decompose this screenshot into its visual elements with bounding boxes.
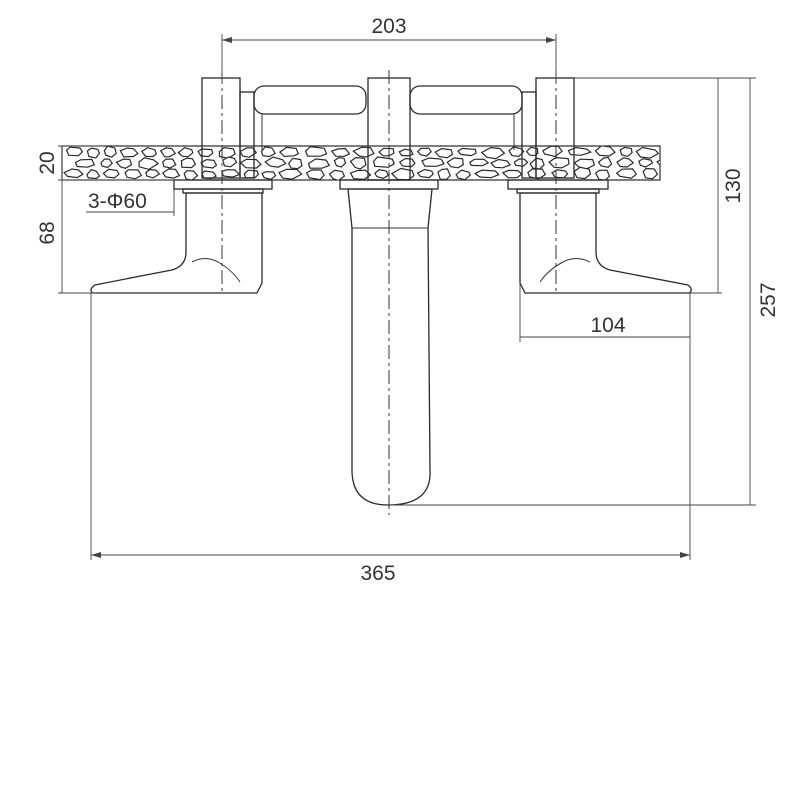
overall-width-dimension: 365 xyxy=(90,293,690,585)
stone-cell xyxy=(421,157,445,167)
stone-cell xyxy=(74,158,96,168)
right-height-label: 130 xyxy=(722,168,745,203)
stone-cell xyxy=(656,159,660,166)
stone-cell xyxy=(551,169,569,179)
stone-cell xyxy=(261,171,277,180)
stone-cell xyxy=(635,146,660,159)
stone-cell xyxy=(200,158,218,169)
hole-diameter-dimension: 3-Φ60 xyxy=(86,189,175,216)
stone-cell xyxy=(615,168,638,179)
deck-thickness-label: 20 xyxy=(36,151,59,174)
countertop-deck xyxy=(61,145,661,181)
stone-cell xyxy=(416,147,432,157)
overall-width-label: 365 xyxy=(360,562,395,585)
top-width-label: 203 xyxy=(371,15,406,38)
top-width-dimension: 203 xyxy=(221,15,557,84)
stone-cell xyxy=(616,157,635,168)
stone-cell xyxy=(162,168,181,179)
stone-cell xyxy=(446,157,464,169)
stone-cell xyxy=(115,158,133,169)
stone-cell xyxy=(222,156,238,168)
handle-reach-dimension: 104 xyxy=(519,283,691,560)
stone-cell xyxy=(124,169,143,180)
stone-cell xyxy=(594,146,616,157)
stone-cell xyxy=(162,158,177,169)
handle-reach-label: 104 xyxy=(590,314,625,337)
stone-cell xyxy=(102,168,120,179)
left-handle-valve xyxy=(90,77,273,294)
stone-cell xyxy=(372,156,396,168)
stone-cell xyxy=(287,157,303,170)
stone-cell xyxy=(159,147,177,158)
stone-cell xyxy=(349,156,367,170)
stone-cell xyxy=(305,169,325,180)
stone-cell xyxy=(542,146,563,158)
handle-height-dimension: 68 xyxy=(36,180,96,294)
stone-cell xyxy=(86,147,101,159)
right-handle-valve xyxy=(507,77,692,294)
stone-cell xyxy=(473,169,500,179)
stone-cell xyxy=(513,158,529,167)
stone-cell xyxy=(455,169,472,180)
stone-cell xyxy=(328,169,346,180)
stone-cell xyxy=(243,169,259,179)
stone-cell xyxy=(330,147,351,157)
stone-cell xyxy=(260,146,277,158)
stone-cell xyxy=(457,147,477,157)
stone-cell xyxy=(594,169,611,180)
stone-cell xyxy=(469,158,490,167)
stone-cell xyxy=(501,169,523,179)
deck-thickness-dimension: 20 xyxy=(36,145,190,181)
stone-cell xyxy=(480,146,506,160)
total-height-label: 257 xyxy=(757,282,780,317)
stone-cell xyxy=(619,146,633,158)
stone-cell xyxy=(63,168,84,179)
right-height-dimension: 130 xyxy=(574,77,756,294)
handle-height-label: 68 xyxy=(36,221,59,244)
stone-cell xyxy=(638,158,654,168)
stone-cell xyxy=(278,168,303,180)
stone-cell xyxy=(642,167,659,180)
stone-cell xyxy=(145,168,161,179)
stone-cell xyxy=(264,156,287,168)
stone-cell xyxy=(278,146,300,158)
stone-cell xyxy=(489,158,511,169)
stone-cell xyxy=(307,158,331,169)
stone-cell xyxy=(416,168,434,179)
stone-cell xyxy=(100,158,113,169)
stone-cell xyxy=(103,146,117,158)
stone-pattern xyxy=(63,146,660,180)
stone-cell xyxy=(333,156,347,168)
stone-cell xyxy=(177,147,194,158)
stone-cell xyxy=(180,157,197,169)
connecting-pipe xyxy=(253,85,523,150)
center-lines xyxy=(221,70,557,515)
stone-cell xyxy=(183,170,199,180)
stone-cell xyxy=(304,146,328,157)
stone-cell xyxy=(434,147,454,159)
stone-cell xyxy=(398,157,416,168)
stone-cell xyxy=(352,146,375,158)
stone-cell xyxy=(86,168,101,180)
total-height-dimension: 257 xyxy=(390,78,780,506)
stone-cell xyxy=(398,148,414,157)
hole-diameter-label: 3-Φ60 xyxy=(88,190,147,213)
stone-cell xyxy=(548,156,570,169)
stone-cell xyxy=(373,169,390,179)
stone-cell xyxy=(197,148,214,158)
stone-cell xyxy=(140,146,157,158)
stone-cell xyxy=(597,156,613,168)
stone-cell xyxy=(119,147,139,158)
stone-cell xyxy=(437,168,452,180)
stone-cell xyxy=(65,146,84,157)
